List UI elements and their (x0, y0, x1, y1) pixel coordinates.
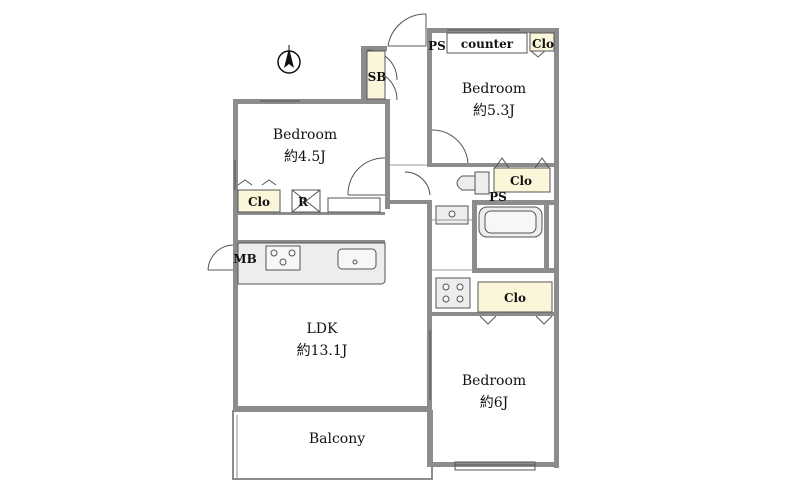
clo-left-label: Clo (248, 195, 270, 209)
clo-lower-right-label: Clo (504, 291, 526, 305)
balcony-area (232, 410, 433, 480)
washing-machine-icon (435, 277, 471, 309)
ps-mid-label: PS (489, 190, 507, 204)
clo-mid-right-label: Clo (510, 174, 532, 188)
closets (237, 32, 555, 313)
windows (234, 29, 536, 471)
toilet-icon (456, 171, 490, 195)
bathtub-icon (478, 206, 543, 238)
hall-lines (390, 164, 472, 271)
ps-top-label: PS (428, 39, 446, 53)
bedroom-lower-right-name: Bedroom (462, 373, 526, 389)
counter-strip (446, 32, 528, 54)
bedroom-upper-left-size: 約4.5J (284, 149, 326, 165)
bedroom-lower-right-size: 約6J (480, 395, 509, 411)
shelf (327, 197, 381, 213)
bedroom-upper-right-size: 約5.3J (473, 103, 515, 119)
counter-label: counter (461, 37, 514, 51)
refrigerator-space (291, 189, 321, 213)
kitchen-counter (237, 242, 386, 285)
balcony-name: Balcony (309, 431, 365, 447)
bedroom-upper-right-name: Bedroom (462, 81, 526, 97)
sb-label: SB (368, 70, 387, 84)
bedroom-upper-left-name: Bedroom (273, 127, 337, 143)
r-label: R (298, 195, 309, 209)
north-arrow-icon (277, 45, 301, 74)
mb-label: MB (233, 252, 256, 266)
ldk-size: 約13.1J (297, 343, 348, 359)
washbasin-icon (435, 205, 469, 225)
clo-top-right-label: Clo (532, 37, 554, 51)
ldk-name: LDK (307, 321, 339, 337)
